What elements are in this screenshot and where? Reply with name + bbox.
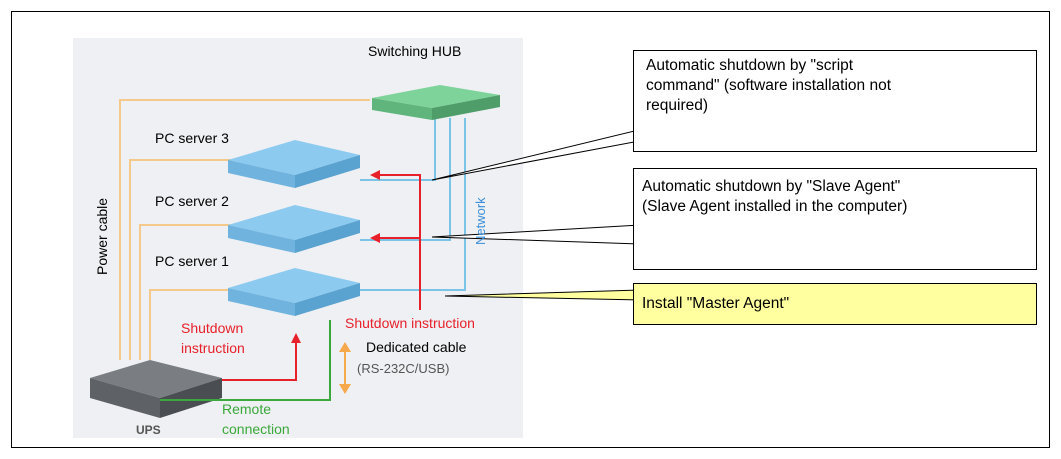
callout-slave-agent-line1: Automatic shutdown by "Slave Agent" xyxy=(642,178,901,195)
dedicated-cable-sub: (RS-232C/USB) xyxy=(357,361,449,376)
callout-master-agent: Install "Master Agent" xyxy=(633,283,1037,325)
remote-connection-line2: connection xyxy=(222,421,290,437)
callout-script-command-line1: Automatic shutdown by "script xyxy=(646,57,854,74)
server-2-label: PC server 2 xyxy=(155,193,229,209)
remote-connection-line1: Remote xyxy=(222,401,271,417)
callout-script-command-line2: command" (software installation not xyxy=(646,77,892,94)
power-cables xyxy=(119,99,370,360)
callout-slave-agent-line2: (Slave Agent installed in the computer) xyxy=(642,198,908,215)
callout-script-command: Automatic shutdown by "script command" (… xyxy=(633,50,1037,152)
pc-server-1 xyxy=(228,268,360,316)
callout-master-agent-text: Install "Master Agent" xyxy=(642,295,790,312)
power-cable-label: Power cable xyxy=(94,198,110,275)
callout-script-command-line3: required) xyxy=(646,97,709,114)
network-cables xyxy=(360,118,466,291)
callout-slave-agent: Automatic shutdown by "Slave Agent" (Sla… xyxy=(633,168,1037,270)
shutdown-instruction-left-line2: instruction xyxy=(181,340,245,356)
pc-server-3 xyxy=(228,140,360,188)
network-label: Network xyxy=(473,197,488,245)
server-1-label: PC server 1 xyxy=(155,253,229,269)
remote-connection-cable xyxy=(160,320,331,401)
server-3-label: PC server 3 xyxy=(155,130,229,146)
hub-label: Switching HUB xyxy=(368,43,461,59)
shutdown-instruction-right: Shutdown instruction xyxy=(345,315,475,331)
pc-server-2 xyxy=(228,205,360,253)
dedicated-cable-label: Dedicated cable xyxy=(366,339,467,355)
switching-hub xyxy=(372,85,500,120)
ups-device xyxy=(90,360,222,418)
shutdown-instruction-left-line1: Shutdown xyxy=(181,320,243,336)
dedicated-cable-arrow xyxy=(339,342,351,394)
shutdown-arrows xyxy=(222,170,421,381)
ups-label: UPS xyxy=(136,423,161,437)
diagram-frame xyxy=(11,11,1050,448)
